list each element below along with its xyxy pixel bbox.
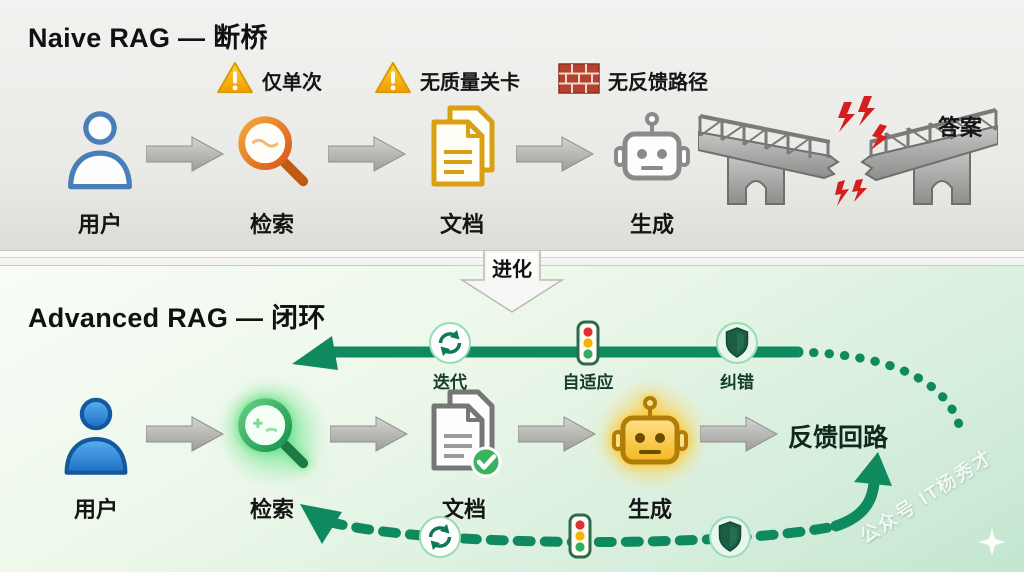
shield-icon — [708, 515, 752, 559]
naive-step-label-documents: 文档 — [439, 212, 484, 237]
warning-triangle-icon — [216, 61, 254, 95]
loop-label-correction: 纠错 — [720, 373, 754, 392]
flow-arrow-icon — [699, 416, 779, 457]
naive-step-label-generation: 生成 — [629, 212, 674, 237]
warning-label-no-feedback-path: 无反馈路径 — [608, 72, 708, 94]
documents-check-icon — [424, 388, 504, 482]
feedback-loop-label: 反馈回路 — [788, 424, 889, 452]
sparkle-icon — [978, 528, 1006, 556]
advanced-step-label-generation: 生成 — [627, 497, 672, 522]
answer-label: 答案 — [938, 115, 983, 140]
naive-title: Naive RAG — 断桥 — [28, 23, 268, 53]
shield-icon — [715, 321, 759, 365]
advanced-step-label-user: 用户 — [73, 497, 118, 522]
traffic-light-icon — [563, 513, 597, 561]
flow-arrow-icon — [145, 136, 225, 177]
naive-step-label-retrieval: 检索 — [249, 212, 294, 237]
search-magnifier-icon — [231, 390, 313, 474]
broken-bridge-icon — [697, 96, 999, 208]
flow-arrow-icon — [145, 416, 225, 457]
loop-label-adaptive: 自适应 — [562, 373, 614, 392]
user-icon — [62, 106, 138, 194]
flow-arrow-icon — [517, 416, 597, 457]
flow-arrow-icon — [327, 136, 407, 177]
lightning-bolts-icon — [835, 96, 888, 206]
flow-arrow-icon — [329, 416, 409, 457]
documents-icon — [424, 104, 500, 192]
naive-step-label-user: 用户 — [77, 212, 122, 237]
advanced-step-label-retrieval: 检索 — [249, 497, 294, 522]
traffic-light-icon — [571, 320, 605, 368]
evolution-label: 进化 — [492, 259, 532, 281]
warning-label-no-quality-gate: 无质量关卡 — [420, 72, 520, 94]
brick-wall-icon — [558, 63, 600, 94]
search-magnifier-icon — [231, 108, 313, 192]
warning-triangle-icon — [374, 61, 412, 95]
iterate-refresh-icon — [418, 515, 462, 559]
down-chevron-icon — [460, 250, 564, 313]
advanced-title: Advanced RAG — 闭环 — [28, 303, 326, 333]
loop-label-iterate: 迭代 — [433, 373, 467, 392]
flow-arrow-icon — [515, 136, 595, 177]
evolution-arrow: 进化 — [460, 250, 564, 314]
robot-icon — [608, 392, 692, 476]
naive-rag-section: Naive RAG — 断桥 仅单次 无质量关卡 无反馈路径 用户 检索 — [0, 0, 1024, 250]
robot-icon — [610, 108, 694, 192]
iterate-refresh-icon — [428, 321, 472, 365]
warning-label-single-pass: 仅单次 — [262, 72, 322, 94]
user-icon — [58, 392, 134, 480]
